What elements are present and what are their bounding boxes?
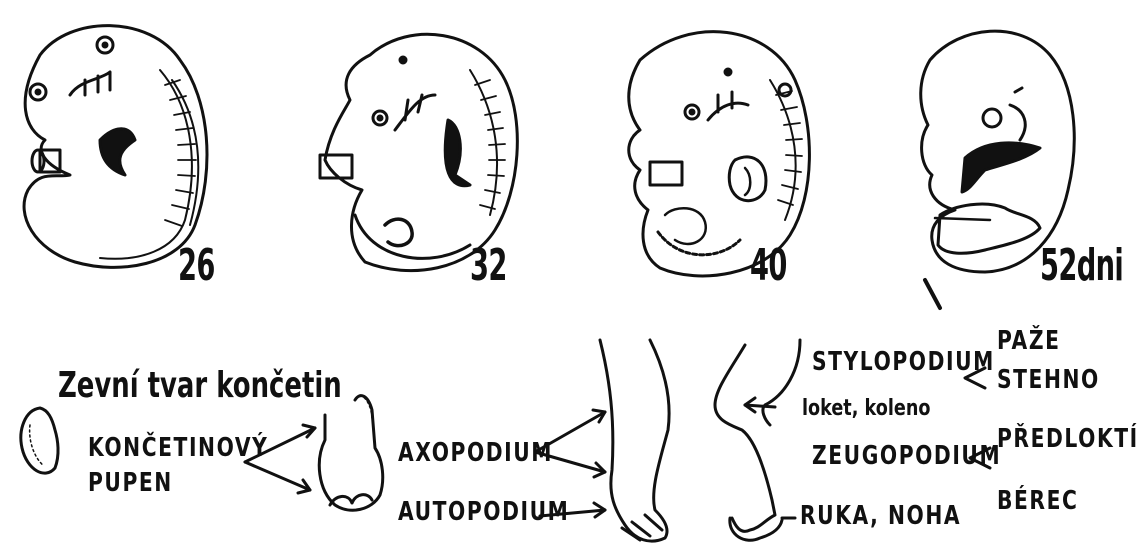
day-label-40: 40 [750, 240, 787, 291]
leg-drawing [715, 340, 800, 540]
day-label-26: 26 [178, 240, 215, 291]
paddle-limb-drawing [319, 395, 382, 510]
elbow-knee-label: loket, koleno [802, 396, 930, 421]
day-label-32: 32 [470, 240, 507, 291]
stehno-label: STEHNO [997, 365, 1100, 395]
paze-label: PAŽE [997, 326, 1060, 356]
day-label-52: 52dni [1040, 240, 1123, 291]
autopodium-label: AUTOPODIUM [398, 497, 569, 527]
limb-bud-label-line2: PUPEN [88, 468, 173, 498]
limb-bud-label-line1: KONČETINOVÝ [88, 433, 268, 463]
section-title: Zevní tvar končetin [58, 365, 342, 406]
predlokti-label: PŘEDLOKTÍ [997, 424, 1139, 454]
limb-bud-drawing [21, 408, 58, 473]
stylopodium-label: STYLOPODIUM [812, 347, 995, 377]
hand-foot-label: RUKA, NOHA [800, 501, 961, 531]
berec-label: BÉREC [997, 486, 1078, 516]
axopodium-label: AXOPODIUM [398, 438, 553, 468]
embryo-26-days-drawing [24, 26, 207, 268]
zeugopodium-label: ZEUGOPODIUM [812, 441, 1001, 471]
embryo-32-days-drawing [320, 34, 517, 270]
arm-drawing [600, 340, 669, 541]
